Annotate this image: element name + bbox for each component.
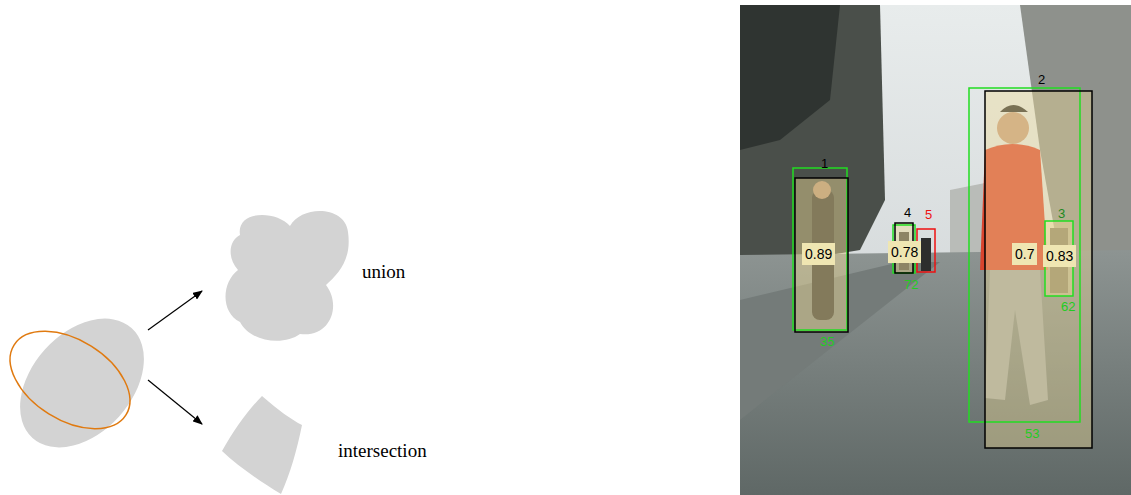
box-number: 53	[1025, 427, 1039, 440]
score-value: 0.89	[805, 246, 832, 262]
union-shape	[226, 211, 349, 341]
arrow	[148, 380, 202, 424]
box-number: 5	[925, 208, 932, 221]
box-number: 2	[1038, 73, 1045, 86]
box-number: 3	[1058, 207, 1065, 220]
score-tag: 0.7	[1012, 243, 1037, 265]
street-photo	[740, 5, 1131, 495]
intersection-shape	[222, 396, 302, 494]
score-tag: 0.83	[1043, 245, 1076, 267]
arrow	[148, 291, 202, 330]
score-tag: 0.78	[888, 241, 921, 263]
gray-shape	[0, 295, 169, 472]
score-value: 0.83	[1046, 248, 1073, 264]
operation-label: intersection	[338, 441, 427, 460]
box-number: 4	[904, 206, 911, 219]
operation-label: union	[362, 262, 405, 281]
box-number: 35	[820, 335, 834, 348]
score-value: 0.78	[891, 244, 918, 260]
orange-ellipse	[0, 311, 147, 449]
box-number: 1	[821, 157, 828, 170]
score-tag: 0.89	[802, 243, 835, 265]
score-value: 0.7	[1015, 246, 1034, 262]
box-number: 72	[904, 278, 918, 291]
box-number: 62	[1061, 300, 1075, 313]
